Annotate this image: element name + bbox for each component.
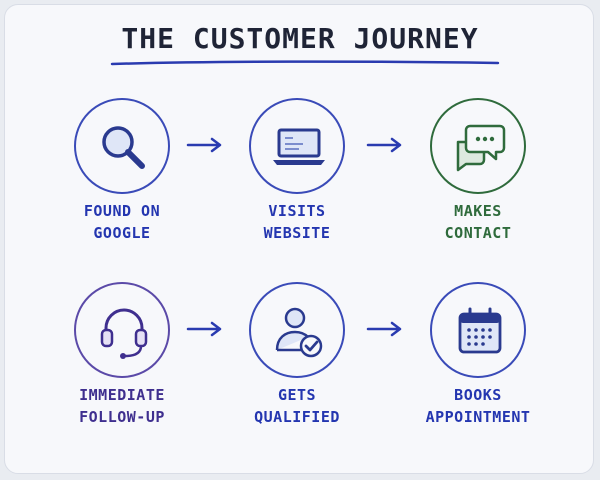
step-1-line1: FOUND ON (83, 202, 161, 220)
step-1-circle (74, 98, 170, 194)
step-6-line2: APPOINTMENT (425, 408, 531, 426)
step-3-circle (430, 98, 526, 194)
arrow-4-icon (366, 321, 402, 337)
title-underline (110, 60, 500, 66)
step-4-line1: IMMEDIATE (79, 386, 165, 404)
step-5-circle (249, 282, 345, 378)
step-2-line1: VISITS (268, 202, 326, 220)
user-check-icon (275, 307, 323, 358)
step-6-label: BOOKS APPOINTMENT (393, 384, 563, 428)
step-5-label: GETS QUALIFIED (212, 384, 382, 428)
step-2-label: VISITS WEBSITE (212, 200, 382, 244)
journey-card (4, 4, 594, 474)
step-5-line1: GETS (277, 386, 317, 404)
page-title: THE CUSTOMER JOURNEY (121, 22, 479, 55)
arrow-1-icon (186, 137, 222, 153)
step-3-line1: MAKES (454, 202, 502, 220)
laptop-icon (273, 128, 325, 165)
headset-icon (100, 308, 148, 359)
chat-bubbles-icon (456, 124, 506, 172)
calendar-icon (458, 307, 502, 354)
arrow-3-icon (186, 321, 222, 337)
arrow-2-icon (366, 137, 402, 153)
step-6-line1: BOOKS (454, 386, 502, 404)
step-4-circle (74, 282, 170, 378)
step-5-line2: QUALIFIED (254, 408, 340, 426)
step-2-circle (249, 98, 345, 194)
step-6-circle (430, 282, 526, 378)
step-1-label: FOUND ON GOOGLE (37, 200, 207, 244)
step-3-label: MAKES CONTACT (393, 200, 563, 244)
step-4-label: IMMEDIATE FOLLOW-UP (37, 384, 207, 428)
step-2-line2: WEBSITE (263, 224, 331, 242)
step-4-line2: FOLLOW-UP (79, 408, 165, 426)
step-3-line2: CONTACT (444, 224, 512, 242)
magnifier-icon (102, 126, 145, 169)
step-1-line2: GOOGLE (93, 224, 151, 242)
